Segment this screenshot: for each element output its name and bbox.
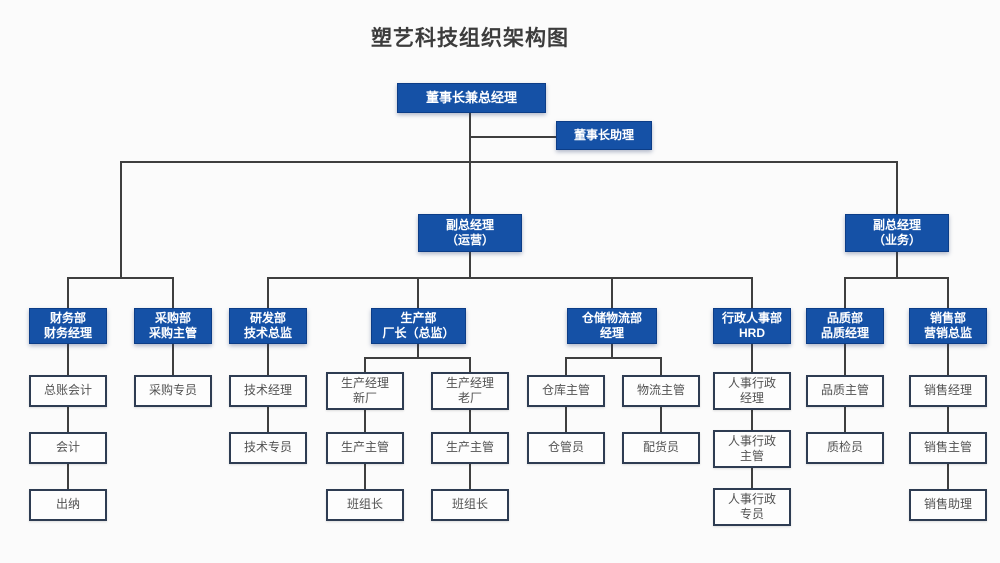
connector-line (417, 277, 419, 308)
connector-line (469, 357, 471, 372)
connector-line (947, 464, 949, 489)
connector-line (364, 464, 366, 489)
connector-line (896, 162, 898, 214)
org-node-dept-purchasing: 采购部 采购主管 (134, 308, 212, 344)
connector-line (844, 344, 846, 375)
connector-line (844, 277, 846, 308)
org-node-accountant: 会计 (29, 432, 107, 464)
connector-line (120, 161, 122, 278)
connector-line (896, 252, 898, 278)
connector-line (660, 357, 662, 375)
org-node-sales-assistant: 销售助理 (909, 489, 987, 521)
connector-line (611, 344, 613, 358)
connector-line (267, 344, 269, 375)
org-node-chairman-assistant: 董事长助理 (556, 121, 652, 150)
connector-line (565, 357, 662, 359)
connector-line (469, 252, 471, 278)
org-node-sales-supervisor: 销售主管 (909, 432, 987, 464)
org-node-cashier: 出纳 (29, 489, 107, 521)
org-node-logistics-supervisor: 物流主管 (622, 375, 700, 407)
connector-line (844, 407, 846, 432)
org-node-hr-admin-manager: 人事行政 经理 (713, 372, 791, 410)
connector-line (947, 277, 949, 308)
connector-line (267, 277, 269, 308)
connector-line (469, 113, 471, 163)
connector-line (470, 136, 558, 138)
org-node-team-leader-new: 班组长 (326, 489, 404, 521)
connector-line (947, 407, 949, 432)
connector-line (67, 464, 69, 489)
org-node-production-supervisor-new: 生产主管 (326, 432, 404, 464)
org-node-dept-quality: 品质部 品质经理 (806, 308, 884, 344)
connector-line (751, 410, 753, 430)
org-node-gl-accountant: 总账会计 (29, 375, 107, 407)
org-node-production-supervisor-old: 生产主管 (431, 432, 509, 464)
connector-line (611, 277, 613, 308)
org-node-production-manager-old-plant: 生产经理 老厂 (431, 372, 509, 410)
connector-line (565, 407, 567, 432)
org-node-vp-operations: 副总经理 （运营） (418, 214, 522, 252)
connector-line (751, 277, 753, 308)
connector-line (417, 344, 419, 358)
org-node-production-manager-new-plant: 生产经理 新厂 (326, 372, 404, 410)
connector-line (67, 277, 69, 308)
connector-line (469, 464, 471, 489)
connector-line (120, 161, 898, 163)
org-node-dept-production: 生产部 厂长（总监） (371, 308, 466, 344)
chart-title: 塑艺科技组织架构图 (371, 27, 569, 50)
org-node-team-leader-old: 班组长 (431, 489, 509, 521)
connector-line (469, 162, 471, 214)
connector-line (67, 407, 69, 432)
connector-line (469, 410, 471, 432)
connector-line (947, 344, 949, 375)
connector-line (267, 277, 753, 279)
connector-line (67, 344, 69, 375)
org-node-dept-rd: 研发部 技术总监 (229, 308, 307, 344)
org-node-quality-inspector: 质检员 (806, 432, 884, 464)
org-node-dept-sales: 销售部 营销总监 (909, 308, 987, 344)
connector-line (364, 357, 366, 372)
org-node-sales-manager: 销售经理 (909, 375, 987, 407)
connector-line (172, 277, 174, 308)
org-node-dept-warehouse-logistics: 仓储物流部 经理 (567, 308, 657, 344)
connector-line (172, 344, 174, 375)
org-node-quality-supervisor: 品质主管 (806, 375, 884, 407)
connector-line (844, 277, 949, 279)
org-node-purchasing-specialist: 采购专员 (134, 375, 212, 407)
org-node-warehouse-keeper: 仓管员 (527, 432, 605, 464)
connector-line (67, 277, 174, 279)
connector-line (660, 407, 662, 432)
org-node-warehouse-supervisor: 仓库主管 (527, 375, 605, 407)
connector-line (565, 357, 567, 375)
org-node-chairman: 董事长兼总经理 (397, 83, 546, 113)
org-node-tech-manager: 技术经理 (229, 375, 307, 407)
org-node-dept-finance: 财务部 财务经理 (29, 308, 107, 344)
connector-line (751, 344, 753, 372)
org-node-tech-specialist: 技术专员 (229, 432, 307, 464)
connector-line (751, 468, 753, 488)
org-node-hr-admin-specialist: 人事行政 专员 (713, 488, 791, 526)
connector-line (364, 357, 471, 359)
org-node-vp-business: 副总经理 （业务） (845, 214, 949, 252)
org-node-dept-hr: 行政人事部 HRD (713, 308, 791, 344)
org-node-hr-admin-supervisor: 人事行政 主管 (713, 430, 791, 468)
connector-line (364, 410, 366, 432)
org-node-picker: 配货员 (622, 432, 700, 464)
connector-line (267, 407, 269, 432)
